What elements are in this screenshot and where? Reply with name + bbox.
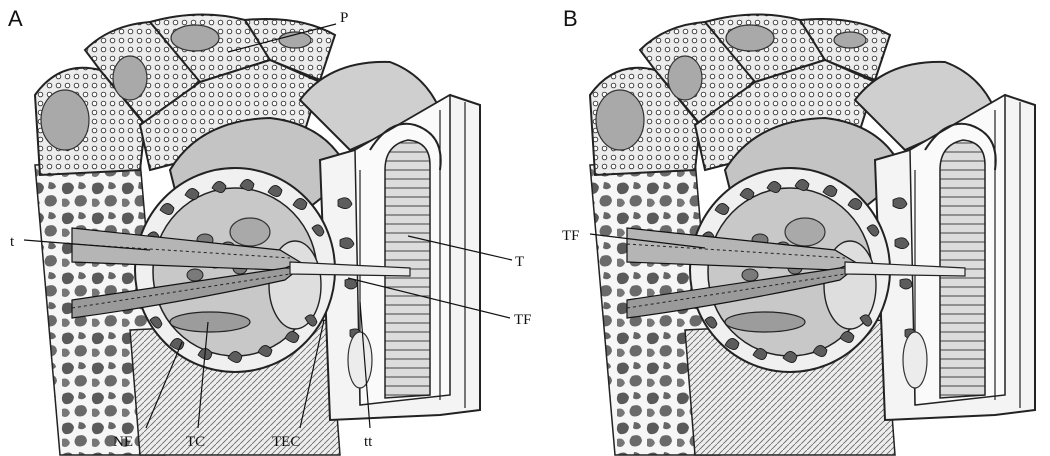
panel-a: A P t T TF NE TC TEC tt (8, 6, 532, 455)
label-NE: NE (113, 434, 133, 450)
label-TF: TF (514, 312, 532, 328)
label-p: P (340, 10, 348, 26)
label-TEC: TEC (272, 434, 300, 450)
panel-letter-b: B (563, 6, 578, 31)
label-tt: tt (364, 434, 373, 450)
label-t: t (10, 234, 15, 250)
label-TC: TC (186, 434, 205, 450)
panel-b: B TF (562, 6, 1035, 455)
label-TF-b: TF (562, 228, 580, 244)
panel-letter-a: A (8, 6, 23, 31)
label-T: T (515, 254, 524, 270)
